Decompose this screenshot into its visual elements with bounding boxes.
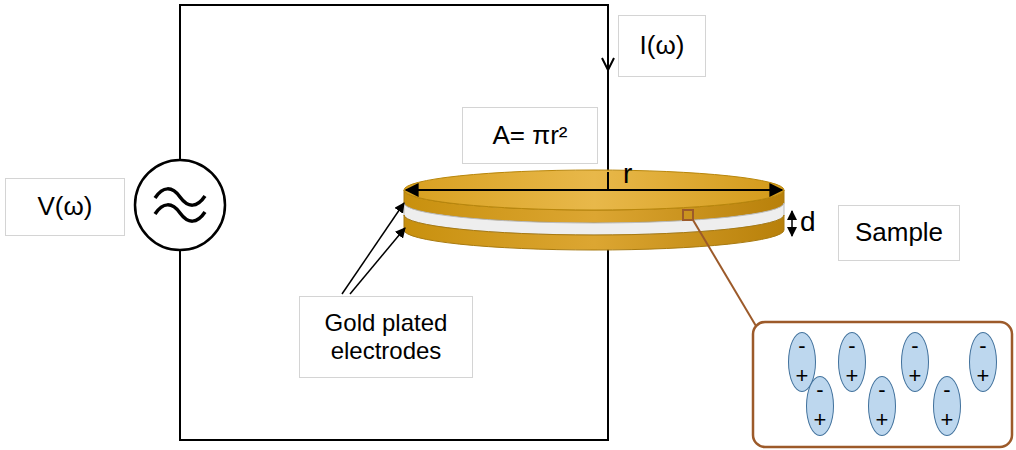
label-text: A= πr² [492,121,567,151]
dipole: -+ [868,376,896,436]
charge-sign: + [846,365,859,387]
charge-sign: - [848,335,855,357]
charge-sign: + [941,409,954,431]
charge-sign: + [909,365,922,387]
zoom-marker [683,210,693,220]
charge-sign: - [798,335,805,357]
voltage-label: V(ω) [5,178,125,236]
charge-sign: - [911,335,918,357]
bottom-electrode [404,215,784,250]
dipole: -+ [901,332,929,392]
leader-line [350,228,405,294]
charge-sign: - [943,379,950,401]
charge-sign: - [878,379,885,401]
current-arrow [602,58,614,70]
ac-symbol [155,189,205,205]
electrode-label: Gold plated electrodes [299,296,473,378]
dimension-line [791,211,793,236]
label-text: Gold plated electrodes [308,309,464,364]
thickness-label: d [800,208,816,236]
dipole: -+ [838,332,866,392]
sample-label: Sample [838,205,960,261]
dimension-line [406,189,782,191]
electrode-top-surface [404,170,784,210]
zoom-leader [693,220,756,326]
charge-sign: - [979,335,986,357]
charge-sign: + [876,409,889,431]
area-label: A= πr² [462,107,598,164]
charge-sign: + [796,365,809,387]
wire [180,5,608,190]
dipole: -+ [933,376,961,436]
current-label: I(ω) [618,15,706,77]
dipole: -+ [806,376,834,436]
wire [607,172,609,190]
ac-symbol [155,205,205,221]
label-text: I(ω) [640,31,685,61]
charge-sign: - [816,379,823,401]
zoom-inset [753,322,1012,447]
charge-sign: + [814,409,827,431]
radius-label: r [623,160,632,188]
leader-line [342,203,404,294]
ac-source [135,160,225,250]
label-text: Sample [855,218,943,248]
dipole: -+ [969,332,997,392]
wire [180,248,608,440]
charge-sign: + [977,365,990,387]
label-text: V(ω) [38,192,93,222]
